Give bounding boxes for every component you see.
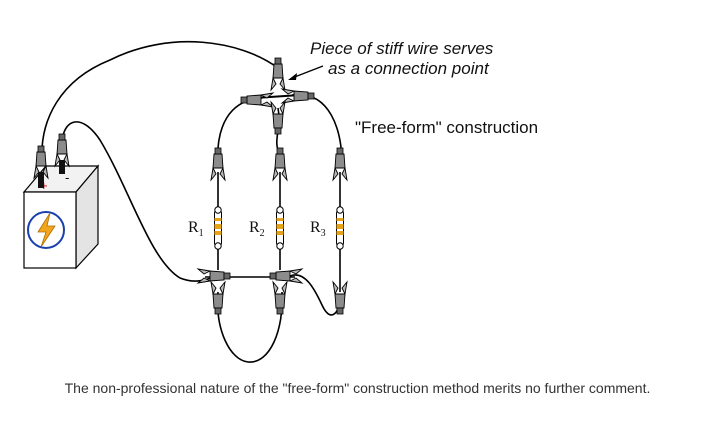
clip-junction-left xyxy=(240,92,274,108)
annotation-line1: Piece of stiff wire serves xyxy=(310,39,494,58)
clip-bottom-left xyxy=(197,268,231,284)
wire-top xyxy=(41,40,279,161)
wire-r1-top xyxy=(216,97,263,169)
resistor-r1 xyxy=(214,206,222,250)
clip-r2-bottom xyxy=(273,282,287,314)
annotation-arrow xyxy=(291,65,324,79)
figure-caption: The non-professional nature of the "free… xyxy=(64,380,651,396)
wire-bottom-loop xyxy=(216,291,283,363)
negative-terminal xyxy=(59,160,65,174)
negative-terminal-label: - xyxy=(65,170,69,185)
label-r2: R2 xyxy=(249,219,265,239)
annotation-line2: as a connection point xyxy=(328,59,490,78)
arrow-head-icon xyxy=(288,73,297,80)
wire-negative xyxy=(61,121,215,282)
resistor-r2 xyxy=(276,206,284,250)
clip-r1-bottom xyxy=(211,282,225,314)
label-r3: R3 xyxy=(310,219,326,239)
construction-label: "Free-form" construction xyxy=(355,118,538,137)
wire-r3-top xyxy=(291,93,343,166)
battery: + - xyxy=(22,160,100,270)
resistor-r3 xyxy=(336,206,344,250)
clip-junction-top xyxy=(270,57,286,91)
positive-terminal xyxy=(38,172,44,188)
label-r1: R1 xyxy=(188,219,204,239)
clip-junction-bottom xyxy=(271,102,285,134)
circuit-svg: R1 R2 R3 + - Piece of stiff wire serves … xyxy=(22,39,538,363)
clip-bottom-right xyxy=(269,268,303,284)
lightning-icon xyxy=(37,212,56,248)
